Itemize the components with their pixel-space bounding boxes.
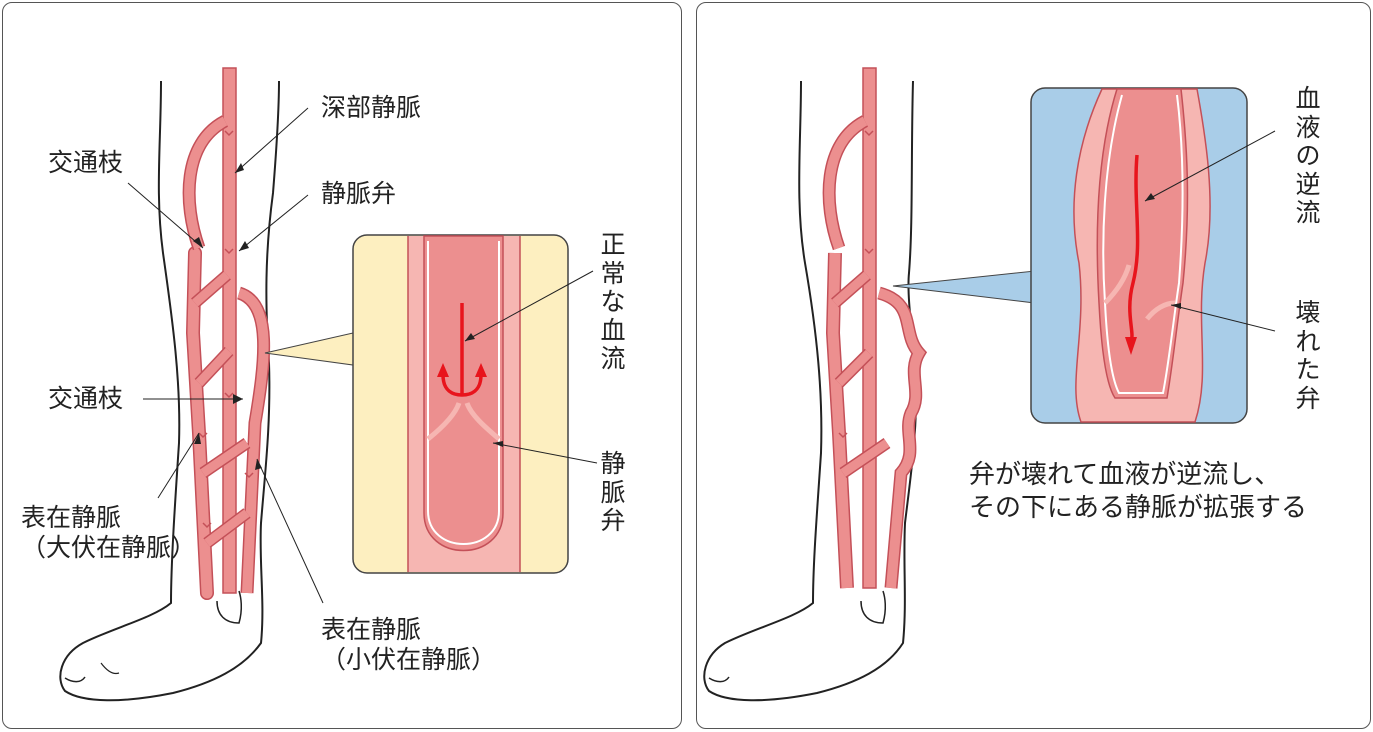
broken-valve-flap-right bbox=[1145, 300, 1176, 321]
leg-outline bbox=[703, 80, 918, 702]
caption: 弁が壊れて血液が逆流し、 その下にある静脈が拡張する bbox=[969, 460, 1308, 523]
deep-vein-label: 深部静脈 bbox=[321, 93, 422, 122]
normal-vein-panel: 深部静脈 交通枝 静脈弁 交通枝 表在静脈 （大伏在静脈） 表在静脈 （小伏在静… bbox=[2, 2, 682, 729]
valve-flap-right bbox=[464, 402, 501, 441]
varicose-leg-illustration bbox=[703, 67, 1276, 702]
reflux-label: 血液の逆流 bbox=[1295, 84, 1321, 227]
perforator-lower-label: 交通枝 bbox=[48, 384, 124, 413]
varicose-vein-panel: 血液の逆流 壊れた弁 弁が壊れて血液が逆流し、 その下にある静脈が拡張する bbox=[696, 2, 1371, 729]
normal-flow-arrow bbox=[441, 303, 483, 397]
valve-vertical-label: 静脈弁 bbox=[600, 449, 626, 535]
great-saphenous-label: 表在静脈 （大伏在静脈） bbox=[21, 503, 197, 562]
deep-vein bbox=[222, 67, 237, 594]
reflux-arrow bbox=[1128, 154, 1140, 342]
normal-leg-illustration bbox=[59, 67, 598, 702]
broken-valve-label: 壊れた弁 bbox=[1295, 298, 1321, 413]
perforator-upper-label: 交通枝 bbox=[48, 148, 124, 177]
normal-flow-label: 正常な血流 bbox=[600, 230, 626, 373]
small-saphenous-label: 表在静脈 （小伏在静脈） bbox=[321, 615, 497, 674]
valve-label: 静脈弁 bbox=[321, 179, 397, 208]
broken-valve-flap-left bbox=[1103, 264, 1132, 305]
valve-flap-left bbox=[426, 402, 462, 441]
